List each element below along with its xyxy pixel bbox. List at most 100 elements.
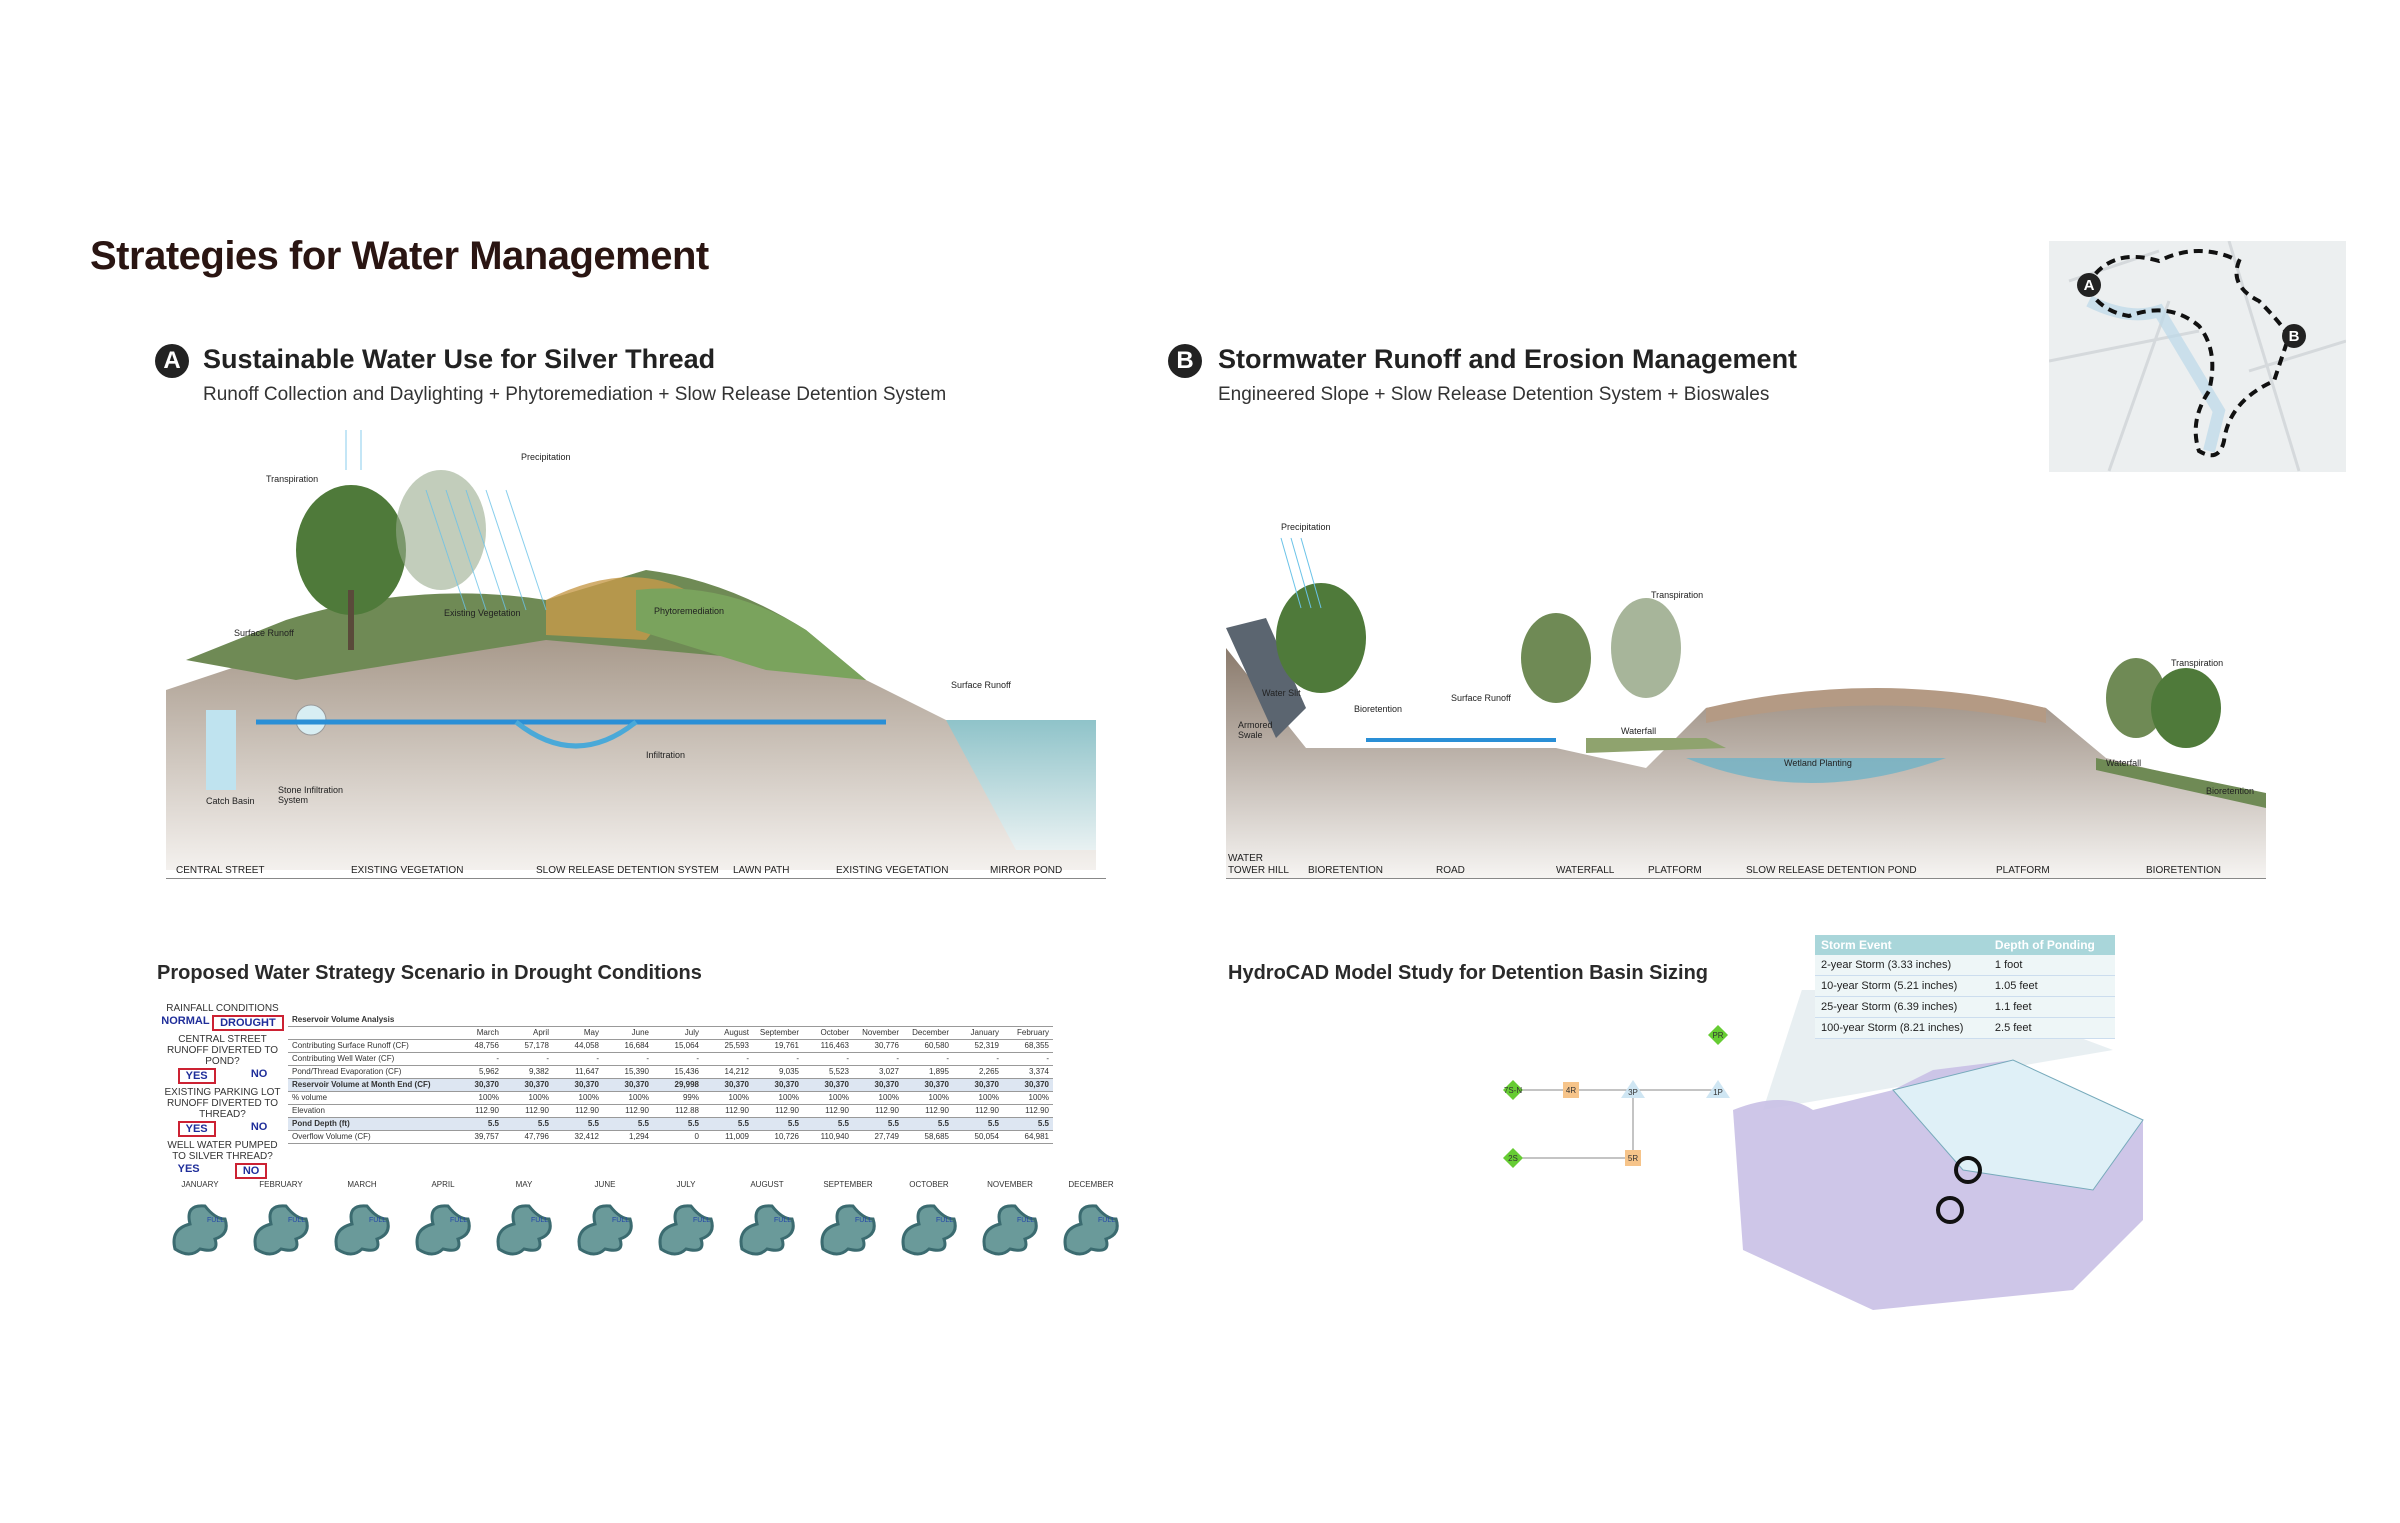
table-cell: 48,756 <box>453 1039 503 1053</box>
table-cell: 110,940 <box>803 1130 853 1144</box>
table-title: Reservoir Volume Analysis <box>288 1014 453 1027</box>
hydrocad-node: 2S <box>1508 1154 1518 1163</box>
pond-status-label: FULL <box>450 1217 467 1224</box>
table-cell: 112.90 <box>903 1104 953 1118</box>
table-cell: 100% <box>953 1091 1003 1105</box>
column-header: April <box>503 1026 553 1040</box>
table-cell: - <box>753 1052 803 1066</box>
page-title: Strategies for Water Management <box>90 234 709 278</box>
map-marker-a: A <box>2084 277 2095 294</box>
table-cell: 112.90 <box>703 1104 753 1118</box>
table-cell: 100% <box>703 1091 753 1105</box>
table-cell: 30,370 <box>853 1078 903 1092</box>
table-cell: 5.5 <box>803 1117 853 1131</box>
annotation: Water Slit <box>1262 688 1301 698</box>
hydrocad-node: 4R <box>1566 1086 1576 1095</box>
section-label: EXISTING VEGETATION <box>836 865 949 876</box>
option-no[interactable]: NO <box>250 1068 268 1080</box>
row-label: Contributing Well Water (CF) <box>288 1052 453 1066</box>
annotation: Phytoremediation <box>654 606 725 616</box>
table-row: 2-year Storm (3.33 inches)1 foot <box>1815 955 2115 976</box>
pond-full-icon: FULL <box>577 1204 633 1256</box>
table-cell: 19,761 <box>753 1039 803 1053</box>
section-label: EXISTING VEGETATION <box>351 865 464 876</box>
table-cell: 5.5 <box>703 1117 753 1131</box>
table-cell: - <box>453 1052 503 1066</box>
table-cell: 64,981 <box>1003 1130 1053 1144</box>
column-header: March <box>453 1026 503 1040</box>
table-cell: - <box>603 1052 653 1066</box>
question-label: RAINFALL CONDITIONS <box>166 1003 279 1014</box>
map-marker-b: B <box>2289 328 2300 345</box>
row-label: % volume <box>288 1091 453 1105</box>
pond-status-label: FULL <box>531 1217 548 1224</box>
option-yes[interactable]: YES <box>177 1068 216 1084</box>
drought-heading: Proposed Water Strategy Scenario in Drou… <box>157 962 702 984</box>
month-label: MAY <box>515 1180 533 1189</box>
table-cell: 5.5 <box>603 1117 653 1131</box>
table-cell: 5.5 <box>553 1117 603 1131</box>
table-cell: 30,370 <box>603 1078 653 1092</box>
site-key-map: A B <box>2048 240 2347 472</box>
column-header: November <box>853 1026 903 1040</box>
column-header: September <box>753 1026 803 1040</box>
table-cell: 100% <box>503 1091 553 1105</box>
pond-status-label: FULL <box>1017 1217 1034 1224</box>
table-cell: 29,998 <box>653 1078 703 1092</box>
annotation: Existing Vegetation <box>444 608 521 618</box>
table-cell: 60,580 <box>903 1039 953 1053</box>
section-a-heading: Sustainable Water Use for Silver Thread <box>203 344 716 374</box>
pond-status-label: FULL <box>207 1217 224 1224</box>
table-cell: 52,319 <box>953 1039 1003 1053</box>
option-normal[interactable]: NORMAL <box>161 1015 210 1027</box>
table-cell: 100% <box>753 1091 803 1105</box>
section-a-cross-section: Transpiration Precipitation Existing Veg… <box>166 430 1106 890</box>
table-cell: 5.5 <box>753 1117 803 1131</box>
table-cell: 100% <box>903 1091 953 1105</box>
table-cell: 112.90 <box>553 1104 603 1118</box>
table-cell: 27,749 <box>853 1130 903 1144</box>
table-cell: 5,962 <box>453 1065 503 1079</box>
pond-full-icon: FULL <box>658 1204 714 1256</box>
table-cell: 9,382 <box>503 1065 553 1079</box>
question-label: CENTRAL STREET RUNOFF DIVERTED TO POND? <box>166 1034 279 1067</box>
pond-full-icon: FULL <box>496 1204 552 1256</box>
pond-full-icon: FULL <box>253 1204 309 1256</box>
table-cell: - <box>503 1052 553 1066</box>
annotation: Waterfall <box>1621 726 1657 736</box>
table-cell: 58,685 <box>903 1130 953 1144</box>
table-cell: 5.5 <box>453 1117 503 1131</box>
table-cell: - <box>703 1052 753 1066</box>
column-header: July <box>653 1026 703 1040</box>
table-cell: 112.90 <box>1003 1104 1053 1118</box>
table-cell: 99% <box>653 1091 703 1105</box>
table-cell: 1.1 feet <box>1988 996 2115 1018</box>
option-yes[interactable]: YES <box>177 1121 216 1137</box>
annotation: Bioretention <box>1354 704 1403 714</box>
table-cell: 116,463 <box>803 1039 853 1053</box>
option-no[interactable]: NO <box>234 1163 268 1179</box>
pond-status-label: FULL <box>693 1217 710 1224</box>
month-label: MARCH <box>347 1180 377 1189</box>
table-cell: 15,436 <box>653 1065 703 1079</box>
section-a-labels: CENTRAL STREET EXISTING VEGETATION SLOW … <box>166 865 1106 879</box>
column-header: October <box>803 1026 853 1040</box>
table-cell: 30,370 <box>803 1078 853 1092</box>
table-cell: 11,009 <box>703 1130 753 1144</box>
month-label: OCTOBER <box>909 1180 949 1189</box>
table-row: 25-year Storm (6.39 inches)1.1 feet <box>1815 996 2115 1018</box>
annotation: Surface Runoff <box>1451 693 1511 703</box>
option-yes[interactable]: YES <box>177 1163 200 1175</box>
option-drought[interactable]: DROUGHT <box>212 1015 284 1031</box>
table-cell: 57,178 <box>503 1039 553 1053</box>
table-cell: 1,294 <box>603 1130 653 1144</box>
section-a-badge: A <box>155 344 189 378</box>
month-label: JANUARY <box>181 1180 219 1189</box>
table-row: Reservoir Volume at Month End (CF)30,370… <box>288 1078 1053 1092</box>
section-b-badge: B <box>1168 344 1202 378</box>
option-no[interactable]: NO <box>250 1121 268 1133</box>
table-cell: 100% <box>603 1091 653 1105</box>
